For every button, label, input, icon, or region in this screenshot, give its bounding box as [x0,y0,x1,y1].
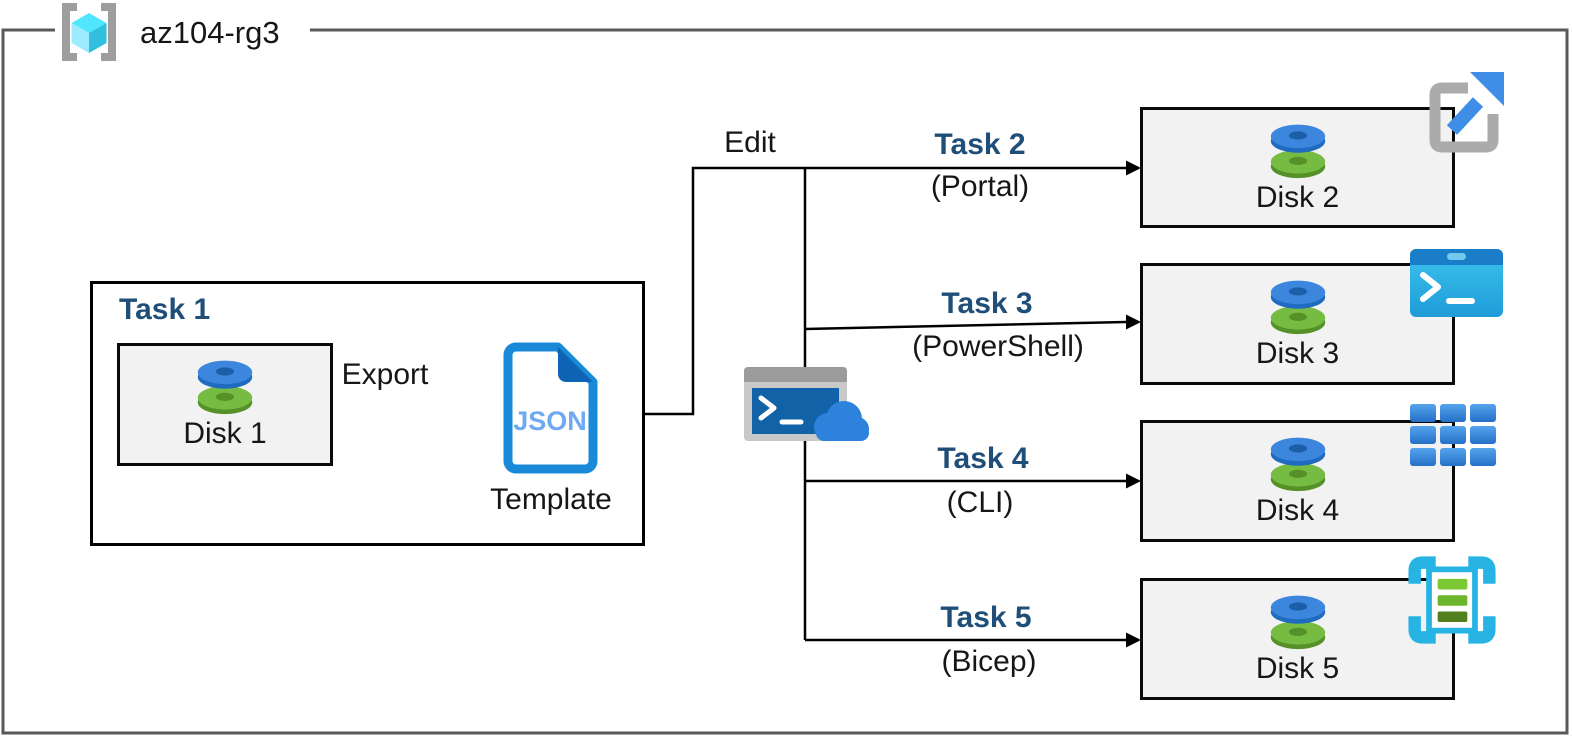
disk2-label: Disk 2 [1255,181,1340,214]
task4-arrowhead [1126,473,1141,489]
managed-disk-icon [1259,434,1337,492]
edit-label: Edit [724,126,776,159]
task5-arrowhead [1126,632,1141,648]
managed-disk-icon [186,357,264,415]
task3-method-label: (PowerShell) [912,330,1084,363]
disk5-box: Disk 5 [1140,578,1455,700]
disk3-label: Disk 3 [1255,337,1340,370]
task4-method-label: (CLI) [946,486,1014,519]
template-caption: Template [490,483,612,516]
cloud-shell-icon [744,367,869,441]
task3-arrowhead [1126,314,1141,330]
task2-method-label: (Portal) [930,170,1030,203]
cloud-glyph [814,401,869,441]
disk1-label: Disk 1 [183,417,267,450]
resource-group-name: az104-rg3 [140,15,280,50]
disk2-box: Disk 2 [1140,107,1455,228]
task4-label: Task 4 [937,442,1029,475]
task5-method-label: (Bicep) [941,645,1037,678]
disk5-label: Disk 5 [1255,652,1340,685]
disk4-label: Disk 4 [1255,494,1340,527]
task3-line [804,320,1127,331]
powershell-icon [1410,249,1503,317]
disk4-box: Disk 4 [1140,420,1455,542]
json-template-icon: JSON [503,342,598,474]
task2-arrowhead [1126,160,1141,176]
export-label: Export [341,358,429,391]
task3-label: Task 3 [941,287,1033,320]
task5-label: Task 5 [940,601,1032,634]
disk3-box: Disk 3 [1140,263,1455,385]
bicep-template-icon [1408,556,1496,644]
json-file-type-label: JSON [513,406,587,436]
managed-disk-icon [1259,592,1337,650]
managed-disk-icon [1259,121,1337,179]
resource-group-icon [62,3,116,61]
portal-launch-icon [1429,72,1504,153]
managed-disk-icon [1259,277,1337,335]
cli-grid-icon [1410,404,1496,466]
task1-title: Task 1 [119,293,211,326]
task2-label: Task 2 [934,128,1026,161]
disk1-box: Disk 1 [117,343,333,466]
